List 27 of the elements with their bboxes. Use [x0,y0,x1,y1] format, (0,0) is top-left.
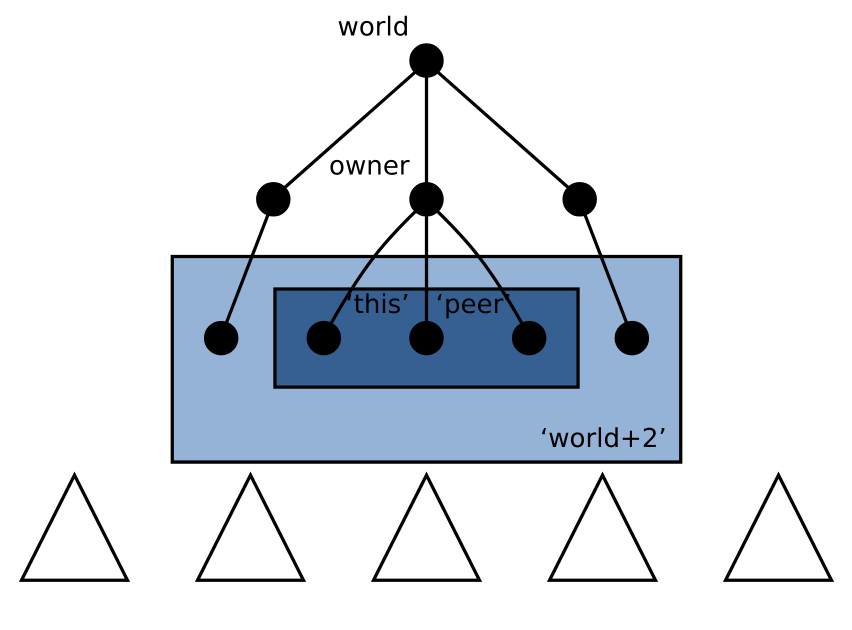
connector [424,77,428,183]
node-label: owner [328,151,410,182]
node-circle [256,182,290,217]
connector [436,71,569,189]
connector [283,71,416,189]
connector [224,214,269,323]
node-label: world [337,12,409,43]
node-triangle [194,471,306,582]
node-circle [203,320,238,356]
node-triangle [546,471,658,582]
node-circle [408,43,444,78]
node-label: ‘this’ [344,290,410,320]
node-circle [562,182,596,217]
connector [329,210,416,324]
connector [583,214,628,323]
node-circle [408,182,444,217]
node-circle [408,320,444,356]
connector [436,210,523,324]
node-circle [614,320,649,356]
connector [424,216,428,322]
node-triangle [370,471,482,582]
node-circle [306,320,341,356]
node-circle [511,320,546,356]
cluster [272,287,580,389]
node-label: ‘peer’ [435,290,512,320]
node-triangle [18,471,130,582]
node-triangle [722,471,834,582]
